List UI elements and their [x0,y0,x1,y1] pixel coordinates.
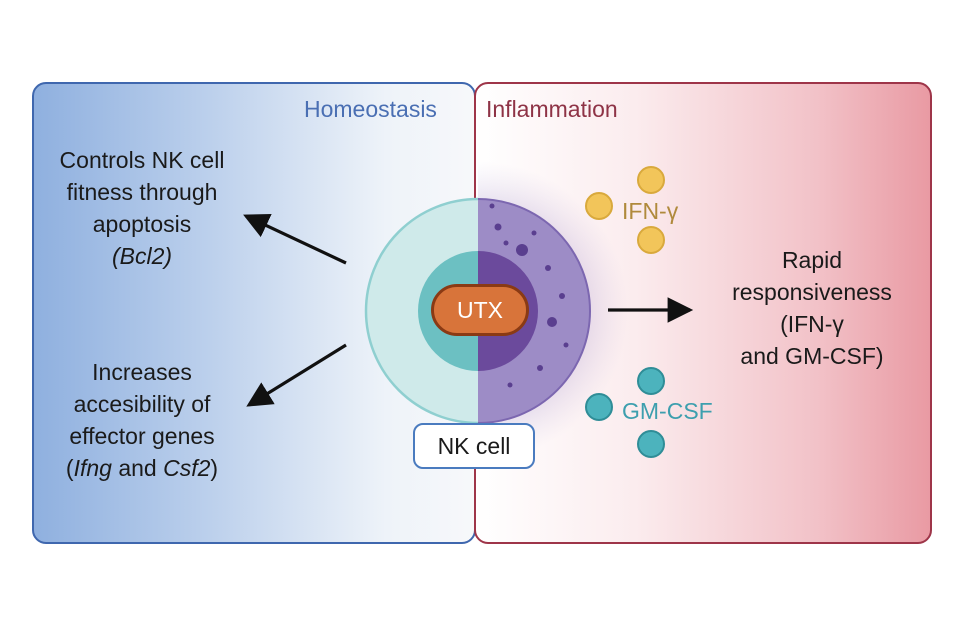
note-line: (Ifng and Csf2) [65,455,219,481]
ifn-dot [585,192,613,220]
gmcsf-dot [637,367,665,395]
note-line: (IFN-γ [780,311,844,337]
ifn-gamma-label: IFN-γ [622,198,679,224]
arrow-to-controls [243,213,347,265]
note-line: Controls NK cell [59,147,225,173]
granules [489,203,569,388]
note-line: accesibility of [73,391,211,417]
nk-cell-label: NK cell [413,423,535,469]
utx-protein: UTX [431,284,529,336]
gm-csf-label: GM-CSF [622,398,713,424]
note-line: fitness through [66,179,218,205]
note-line: (Bcl2) [22,240,262,272]
gmcsf-dots [585,367,665,458]
homeostasis-label: Homeostasis [304,96,437,122]
gmcsf-dot [585,393,613,421]
increases-accessibility-note: Increases accesibility of effector genes… [22,356,262,484]
and-word: and [111,455,164,481]
note-line: apoptosis [92,211,192,237]
ifn-dot [637,226,665,254]
note-line: Rapid [781,247,843,273]
note-line: effector genes [69,423,215,449]
controls-fitness-note: Controls NK cell fitness through apoptos… [22,144,262,272]
inflammation-label: Inflammation [486,96,618,122]
note-line: responsiveness [732,279,892,305]
ifn-dots [585,166,665,254]
arrow-to-increases [246,343,347,407]
gmcsf-dot [637,430,665,458]
rapid-responsiveness-note: Rapid responsiveness (IFN-γ and GM-CSF) [712,244,912,372]
gene-bcl2: (Bcl2) [111,243,173,269]
note-line: Increases [92,359,192,385]
cell-inflammation-half [478,161,628,461]
note-line: and GM-CSF) [740,343,884,369]
ifn-dot [637,166,665,194]
gene-csf2: Csf2 [163,455,211,481]
gene-ifng: Ifng [73,455,112,481]
